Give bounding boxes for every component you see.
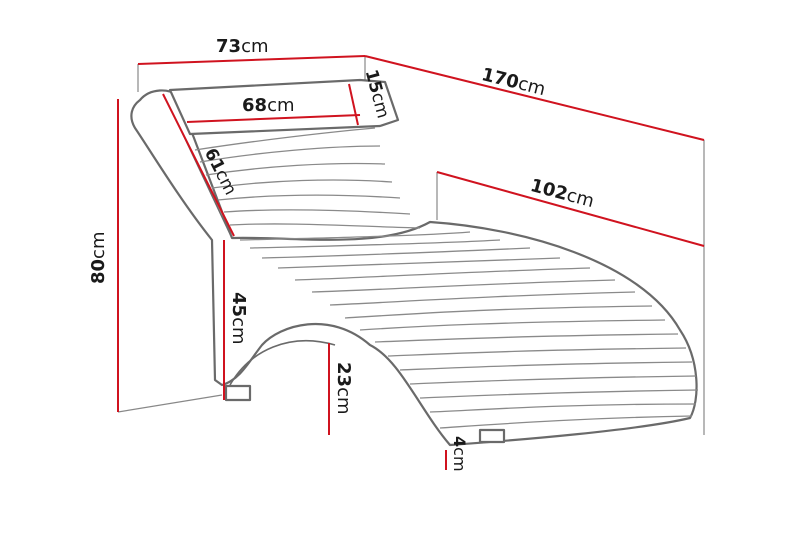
back-base-height-value: 45 [228, 292, 249, 318]
back-base-height-label: 45cm [228, 292, 249, 345]
width-label: 73cm [216, 38, 269, 56]
leg-height-label: 4cm [450, 436, 469, 472]
leg-height-unit: cm [450, 447, 469, 472]
pillow-length-label: 68cm [242, 97, 295, 115]
arch-clearance-label: 23cm [333, 362, 354, 415]
width-value: 73 [216, 36, 242, 57]
total-height-unit: cm [88, 231, 109, 259]
leg-height-value: 4 [450, 436, 469, 448]
arch-clearance-unit: cm [333, 387, 354, 415]
dimension-lines [117, 55, 705, 470]
total-height-label: 80cm [88, 231, 109, 285]
upholstery-stripes [194, 127, 699, 429]
chaise-outline [130, 78, 698, 447]
pillow-length-unit: cm [267, 95, 295, 116]
total-height-value: 80 [88, 258, 109, 284]
back-base-height-unit: cm [228, 317, 249, 345]
arch-clearance-value: 23 [333, 362, 354, 388]
extension-lines [117, 56, 705, 435]
width-unit: cm [241, 36, 269, 57]
pillow-length-value: 68 [242, 95, 268, 116]
